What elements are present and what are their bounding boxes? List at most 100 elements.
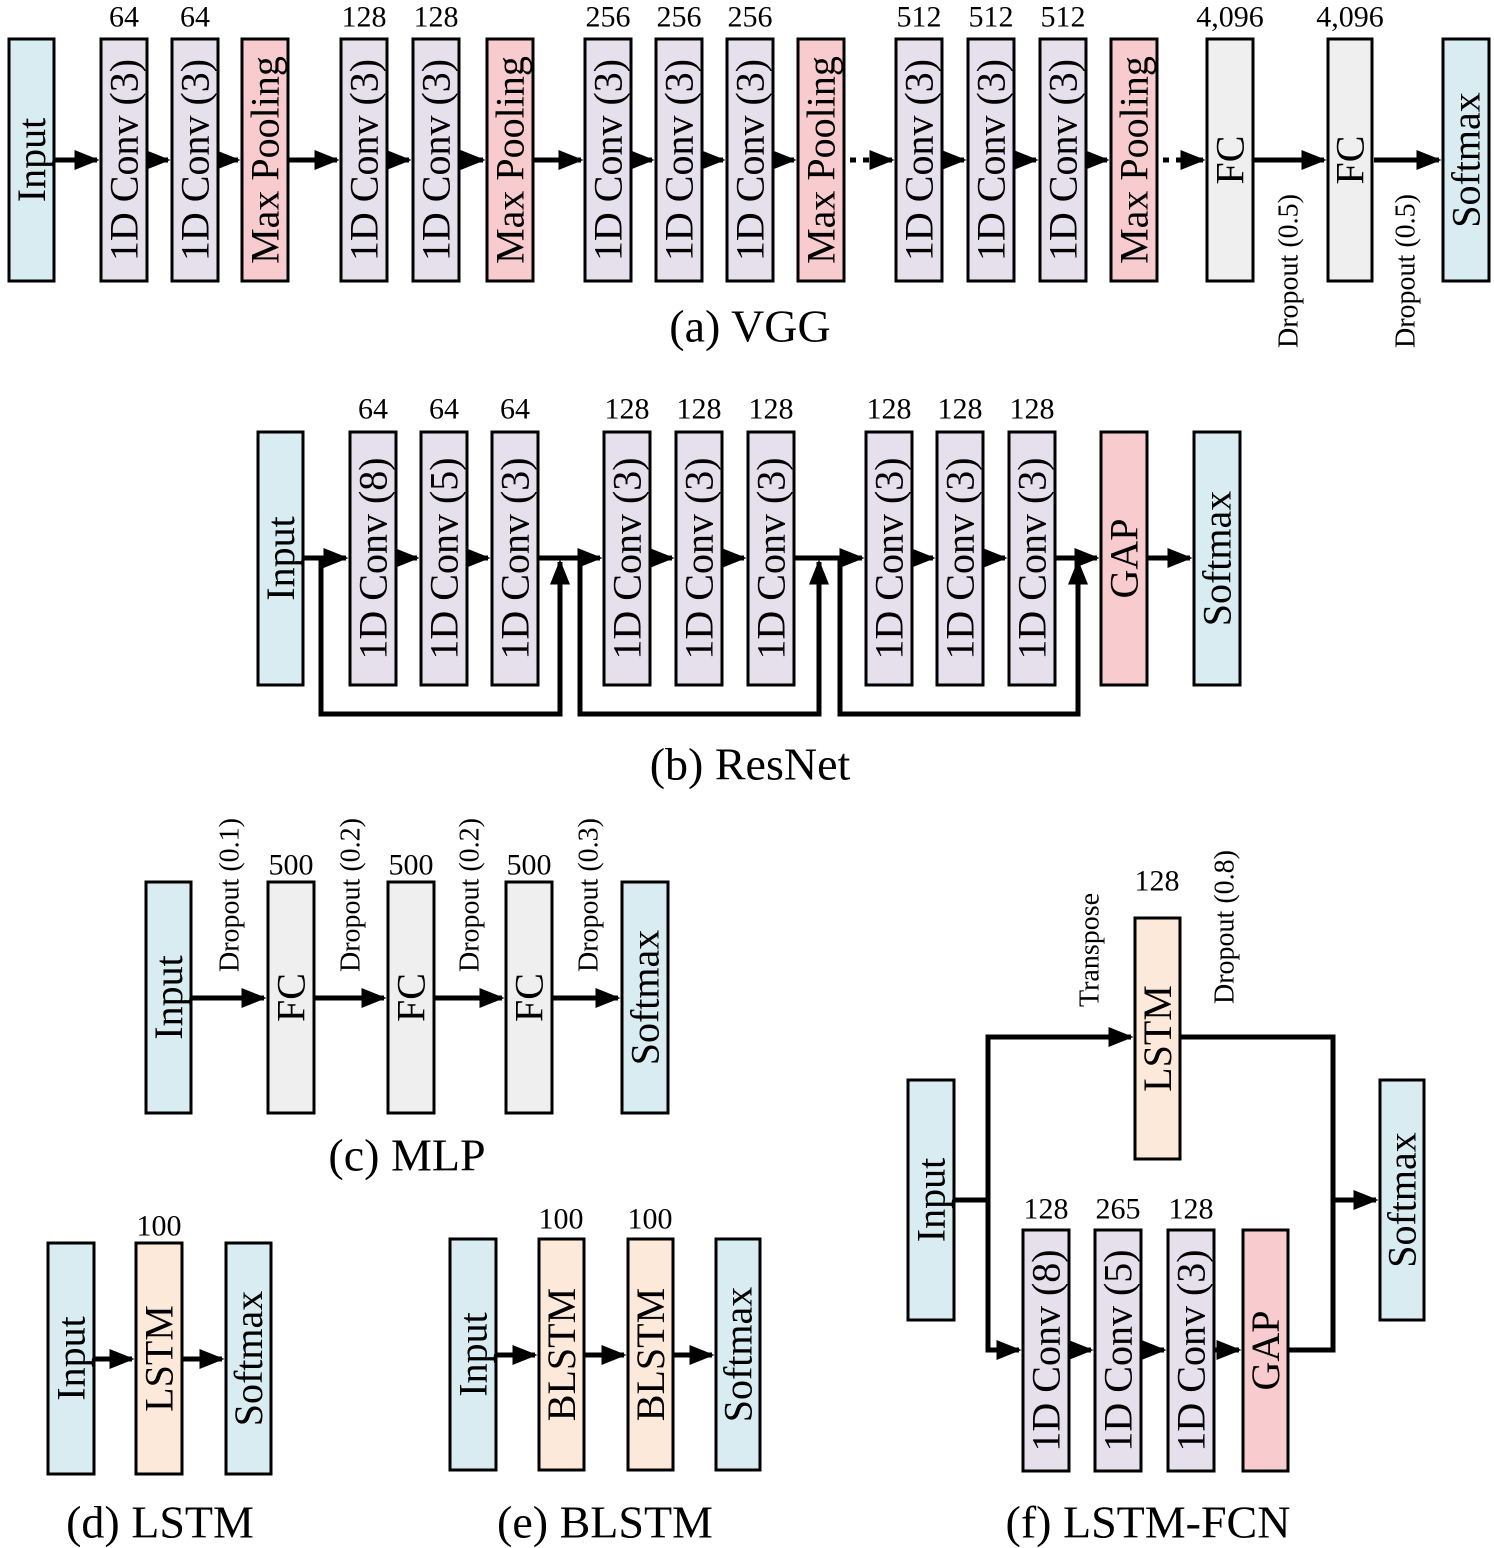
vgg-block-0-box <box>99 37 149 283</box>
resnet-block-1: 1D Conv (5) <box>419 430 469 687</box>
vgg-block-7-label: 1D Conv (3) <box>657 59 702 261</box>
mlp-dropout-2: Dropout (0.2) <box>336 818 367 972</box>
mlp-units-1: 500 <box>389 849 434 882</box>
vgg-block-10-label: 1D Conv (3) <box>897 59 942 261</box>
vgg-softmax-block-box <box>1441 37 1491 283</box>
lstm-block-0-label: LSTM <box>137 1305 182 1412</box>
resnet-units-1: 64 <box>429 393 459 426</box>
vgg-block-9-label: Max Pooling <box>799 56 844 264</box>
resnet-gap-block-label: GAP <box>1102 518 1147 598</box>
blstm-block-1-box <box>626 1237 675 1472</box>
resnet-input-block: Input <box>256 430 305 687</box>
lstmfcn-dropout: Dropout (0.8) <box>1210 850 1241 1004</box>
blstm-input-block-label: Input <box>451 1312 496 1396</box>
vgg-block-7-box <box>654 37 704 283</box>
mlp-softmax-block-box <box>620 880 670 1115</box>
blstm-block-0: BLSTM <box>537 1237 586 1472</box>
vgg-units-12: 512 <box>1041 1 1086 34</box>
resnet-input-block-box <box>256 430 305 687</box>
blstm-block-1: BLSTM <box>626 1237 675 1472</box>
mlp-input-block-box <box>144 880 193 1115</box>
blstm-softmax-block-label: Softmax <box>716 1287 761 1423</box>
resnet-shortcut-3 <box>837 558 1088 717</box>
lstmfcn-block-1: 1D Conv (5) <box>1093 1228 1143 1473</box>
vgg-block-13-label: Max Pooling <box>1112 56 1157 264</box>
vgg-block-14-label: FC <box>1208 136 1253 185</box>
lstm-input-block: Input <box>46 1241 96 1476</box>
lstmfcn-gap-block-box <box>1241 1228 1290 1473</box>
vgg-block-5-label: Max Pooling <box>488 56 533 264</box>
lstmfcn-block-2-box <box>1166 1228 1216 1473</box>
resnet-block-7-box <box>935 430 985 687</box>
vgg-block-8-box <box>725 37 775 283</box>
resnet-block-3: 1D Conv (3) <box>602 430 652 687</box>
mlp-units-2: 500 <box>507 849 552 882</box>
vgg-units-0: 64 <box>109 1 139 34</box>
vgg-block-1-box <box>170 37 220 283</box>
resnet-block-5-label: 1D Conv (3) <box>749 457 794 659</box>
vgg-block-10-box <box>894 37 944 283</box>
resnet-block-0-label: 1D Conv (8) <box>351 457 396 659</box>
vgg-block-4-label: 1D Conv (3) <box>414 59 459 261</box>
lstmfcn-block-2: 1D Conv (3) <box>1166 1228 1216 1473</box>
mlp-softmax-block-label: Softmax <box>623 930 668 1066</box>
vgg-block-13: Max Pooling <box>1109 37 1159 283</box>
resnet-softmax-block-label: Softmax <box>1195 491 1240 627</box>
lstmfcn-caption: (f) LSTM-FCN <box>1006 1497 1291 1548</box>
mlp-dropout-4: Dropout (0.3) <box>574 818 605 972</box>
vgg-units-10: 512 <box>897 1 942 34</box>
blstm-units-1: 100 <box>628 1203 673 1236</box>
lstmfcn-lstm-block: LSTM <box>1133 916 1182 1161</box>
vgg-dropout-2: Dropout (0.5) <box>1391 194 1422 348</box>
vgg-block-8-label: 1D Conv (3) <box>728 59 773 261</box>
blstm-input-block-box <box>448 1237 498 1472</box>
vgg-block-15-box <box>1326 37 1374 283</box>
mlp-dropout-1: Dropout (0.1) <box>215 818 246 972</box>
mlp-block-0: FC <box>266 880 316 1115</box>
lstmfcn-transpose: Transpose <box>1075 893 1106 1007</box>
lstmfcn-input-block-label: Input <box>909 1158 954 1242</box>
resnet-units-0: 64 <box>358 393 388 426</box>
mlp-block-2-box <box>504 880 554 1115</box>
mlp-block-0-box <box>266 880 316 1115</box>
blstm-caption: (e) BLSTM <box>497 1497 713 1548</box>
lstmfcn-block-0-box <box>1021 1228 1071 1473</box>
lstmfcn-softmax-block-label: Softmax <box>1380 1132 1425 1268</box>
vgg-block-11-box <box>966 37 1016 283</box>
lstm-softmax-block: Softmax <box>224 1241 273 1476</box>
mlp-block-1-label: FC <box>389 973 434 1022</box>
blstm-softmax-block-box <box>714 1237 762 1472</box>
resnet-units-4: 128 <box>677 393 722 426</box>
vgg-block-0-label: 1D Conv (3) <box>102 59 147 261</box>
resnet-block-8-box <box>1007 430 1057 687</box>
lstmfcn-block-1-box <box>1093 1228 1143 1473</box>
resnet-block-4-box <box>674 430 724 687</box>
mlp-block-1-box <box>386 880 436 1115</box>
resnet-units-5: 128 <box>749 393 794 426</box>
vgg-block-5-box <box>485 37 535 283</box>
vgg-units-8: 256 <box>728 1 773 34</box>
vgg-block-6: 1D Conv (3) <box>583 37 633 283</box>
lstm-input-block-label: Input <box>49 1316 94 1400</box>
vgg-block-9: Max Pooling <box>796 37 846 283</box>
lstmfcn-merge <box>1180 1034 1336 1353</box>
resnet-units-3: 128 <box>605 393 650 426</box>
mlp-input-block: Input <box>144 880 193 1115</box>
mlp-dropout-3: Dropout (0.2) <box>455 818 486 972</box>
lstmfcn-input-block-box <box>906 1078 956 1322</box>
resnet-block-6: 1D Conv (3) <box>864 430 914 687</box>
vgg-softmax-block: Softmax <box>1441 37 1491 283</box>
vgg-block-12-box <box>1038 37 1088 283</box>
mlp-caption: (c) MLP <box>328 1130 485 1181</box>
vgg-block-7: 1D Conv (3) <box>654 37 704 283</box>
vgg-input-block: Input <box>7 37 56 283</box>
resnet-block-3-label: 1D Conv (3) <box>605 457 650 659</box>
vgg-block-1: 1D Conv (3) <box>170 37 220 283</box>
resnet-input-block-label: Input <box>258 516 303 600</box>
lstmfcn-softmax-block-box <box>1378 1078 1426 1322</box>
resnet-units-8: 128 <box>1010 393 1055 426</box>
vgg-block-1-label: 1D Conv (3) <box>173 59 218 261</box>
lstmfcn-units-0: 128 <box>1024 1193 1069 1226</box>
lstmfcn-lstm-block-box <box>1133 916 1182 1161</box>
